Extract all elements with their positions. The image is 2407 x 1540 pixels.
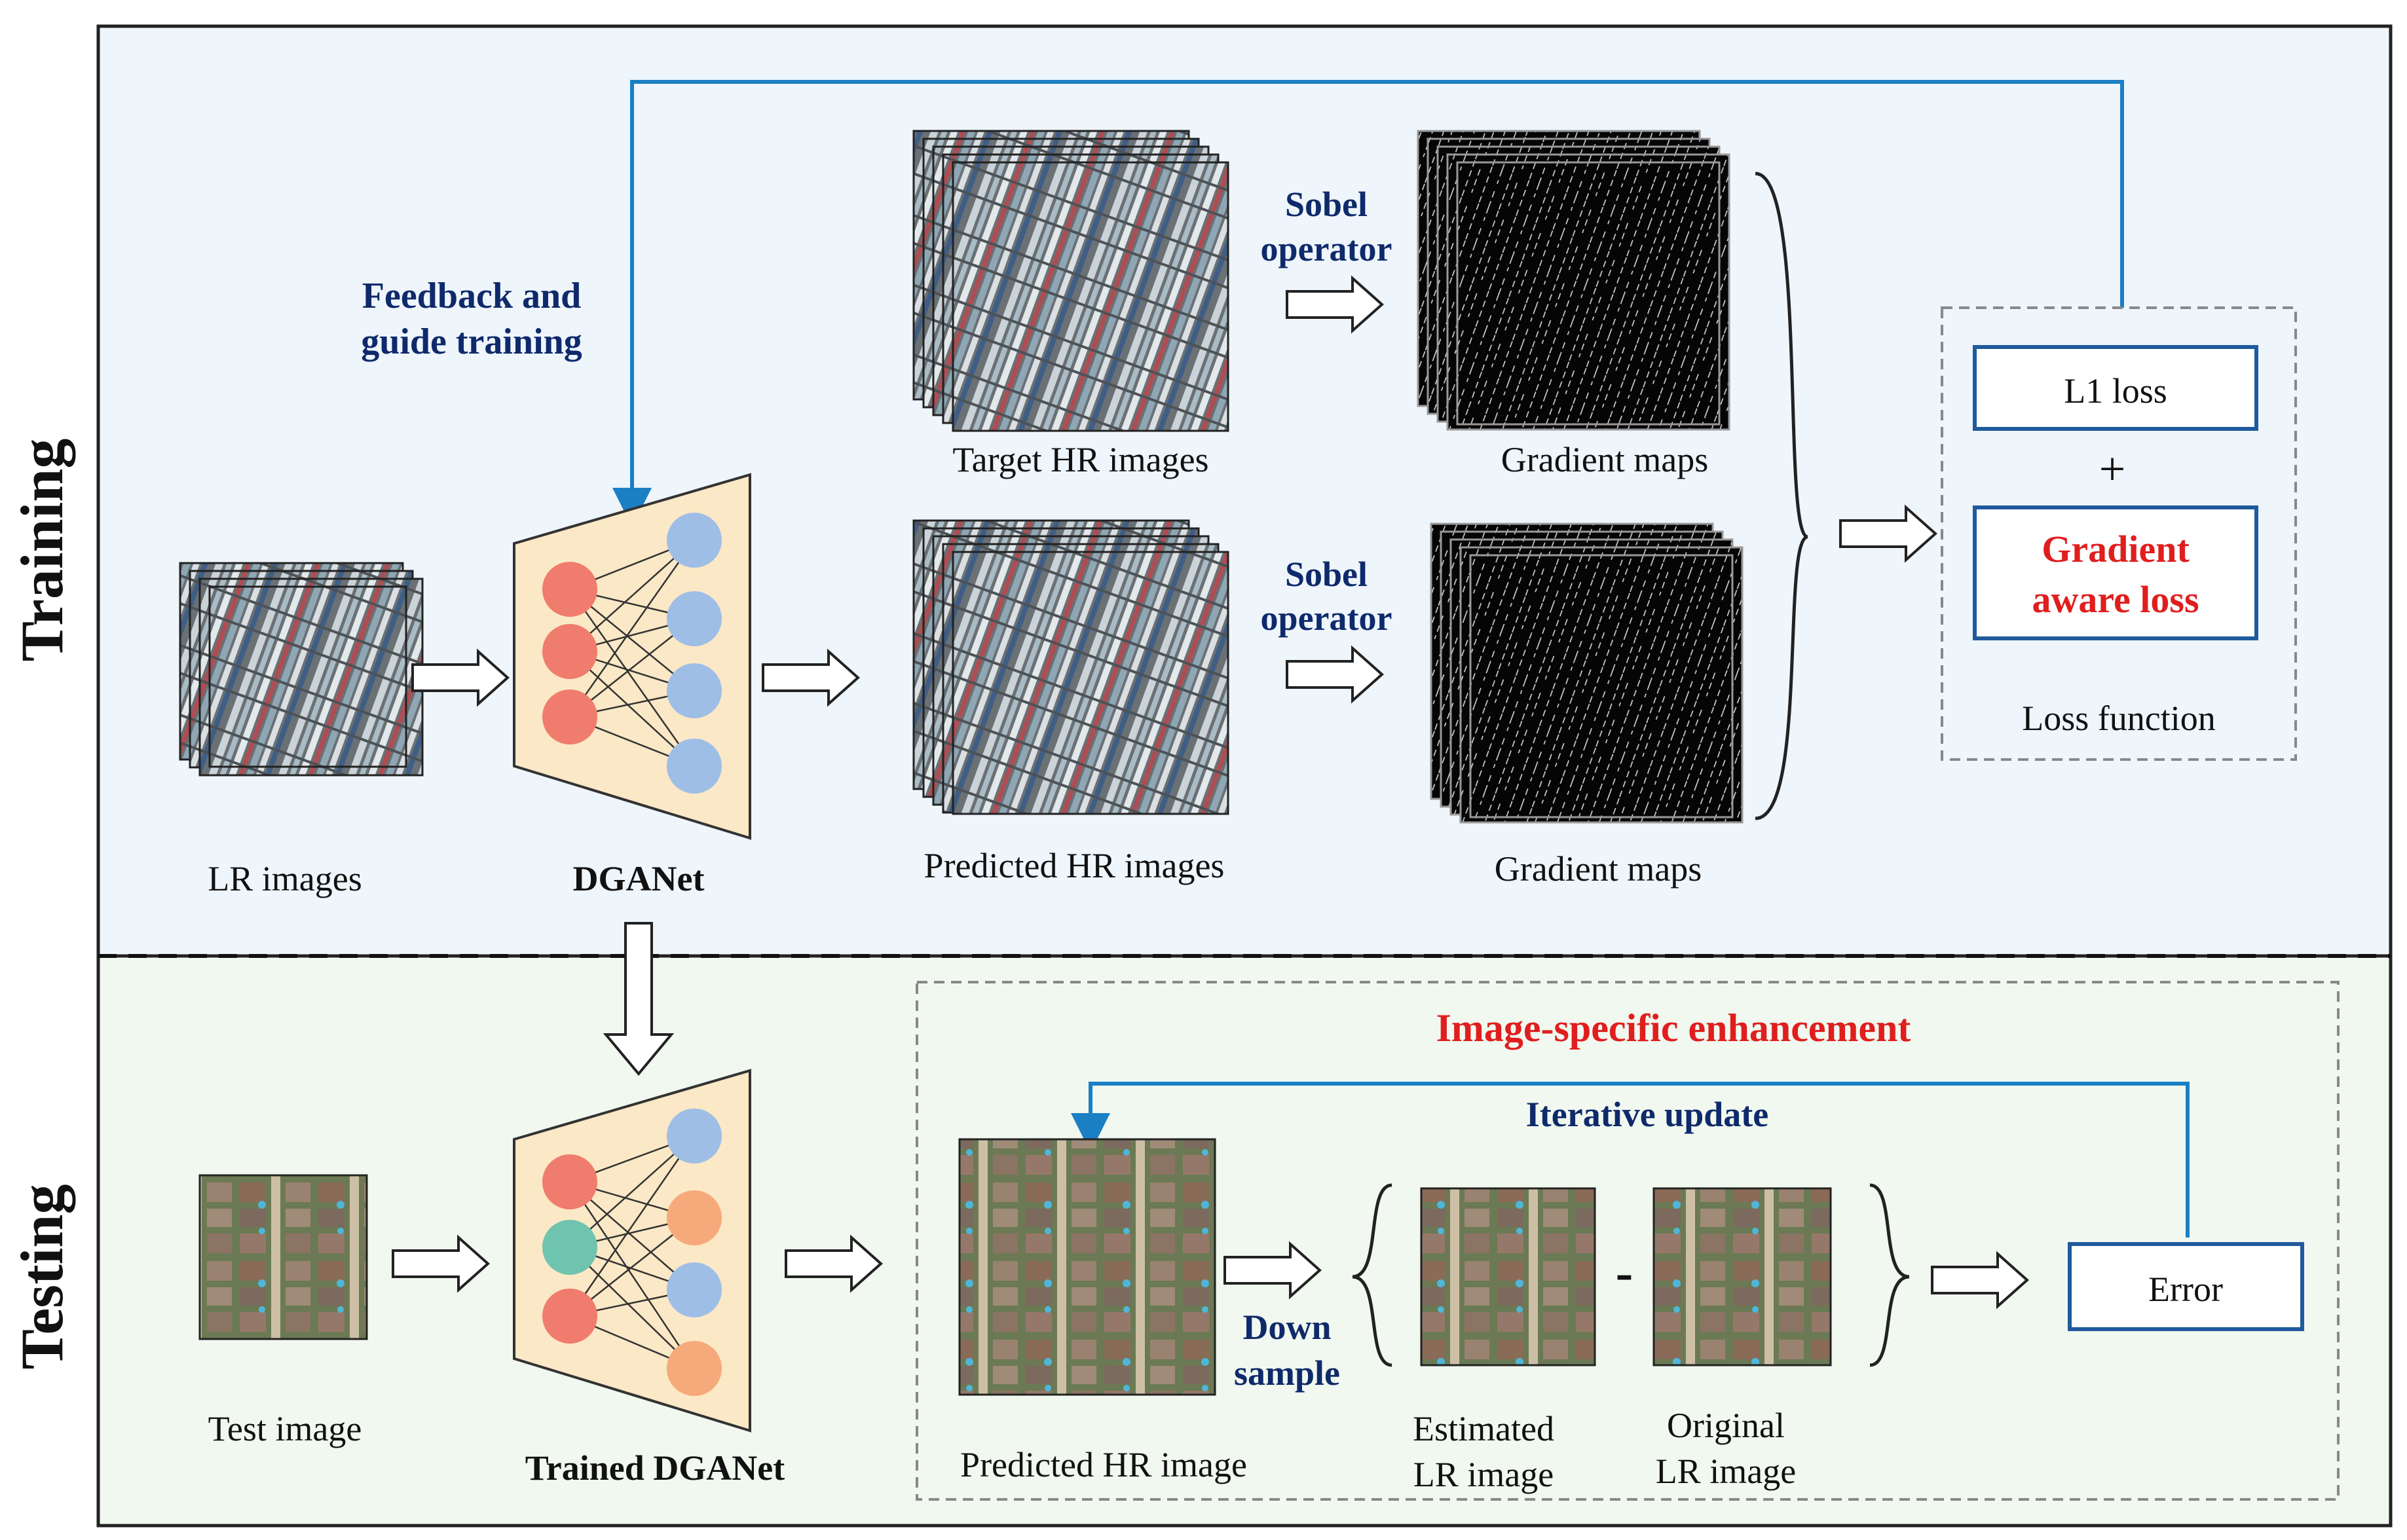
arrow-down-sample — [1223, 1241, 1322, 1300]
feedback-label-line1: Feedback and — [362, 276, 582, 316]
arrow-lr-to-net — [411, 648, 510, 707]
plus-sign: + — [2099, 443, 2126, 495]
arrow-to-loss — [1839, 504, 1938, 563]
target-hr-label: Target HR images — [952, 440, 1208, 479]
dganet-network — [513, 473, 751, 840]
down-sample-label-1: Down — [1242, 1308, 1331, 1347]
sobel-label-bottom-2: operator — [1261, 598, 1392, 638]
training-brace — [1755, 172, 1809, 820]
error-box — [2068, 1242, 2304, 1331]
training-panel — [96, 24, 2393, 958]
original-lr-image — [1652, 1187, 1832, 1366]
trained-dganet-label: Trained DGANet — [525, 1448, 785, 1488]
gradient-loss-box — [1973, 505, 2258, 640]
arrow-net-down — [603, 922, 675, 1076]
l1-loss-box — [1973, 345, 2258, 431]
target-hr-stack — [912, 130, 1229, 432]
enhancement-box — [916, 981, 2340, 1501]
original-lr-label-1: Original — [1667, 1406, 1785, 1445]
gradient-loss-label-2: aware loss — [2032, 578, 2199, 621]
sobel-label-top-2: operator — [1261, 229, 1392, 268]
arrow-test-to-net — [392, 1234, 491, 1293]
right-brace — [1869, 1183, 1910, 1367]
arrow-sobel-bottom — [1286, 645, 1385, 704]
loss-function-box — [1941, 306, 2297, 761]
arrow-sobel-top — [1286, 275, 1385, 334]
test-image — [198, 1174, 368, 1340]
sobel-label-bottom-1: Sobel — [1285, 555, 1368, 594]
testing-section-label: Testing — [9, 1184, 75, 1370]
gradient-maps-label-bottom: Gradient maps — [1495, 849, 1702, 889]
enhancement-title: Image-specific enhancement — [1436, 1006, 1911, 1050]
sobel-label-top-1: Sobel — [1285, 185, 1368, 224]
estimated-lr-label-1: Estimated — [1413, 1409, 1554, 1448]
feedback-arrow — [612, 80, 2124, 527]
iterative-update-arrow — [1071, 1082, 2190, 1238]
down-sample-label-2: sample — [1234, 1353, 1340, 1393]
arrow-net-to-predicted — [762, 648, 861, 707]
training-section-label: Training — [9, 439, 75, 662]
arrow-net-to-enhancement — [785, 1234, 884, 1293]
feedback-label-line2: guide training — [361, 321, 582, 362]
arrow-to-error — [1931, 1251, 2030, 1310]
gradient-maps-bottom — [1430, 522, 1744, 824]
l1-loss-label: L1 loss — [2064, 371, 2167, 411]
error-label: Error — [2148, 1270, 2223, 1309]
predicted-hr-stack — [912, 519, 1229, 815]
gradient-maps-top — [1417, 130, 1730, 431]
lr-images-label: LR images — [208, 859, 362, 898]
testing-panel — [96, 954, 2393, 1528]
original-lr-label-2: LR image — [1656, 1452, 1796, 1491]
dganet-label: DGANet — [573, 859, 705, 898]
lr-image-stack — [179, 562, 424, 777]
iterative-update-label: Iterative update — [1526, 1095, 1768, 1134]
loss-function-label: Loss function — [2022, 699, 2215, 738]
gradient-maps-label-top: Gradient maps — [1501, 440, 1708, 479]
predicted-hr-label: Predicted HR images — [924, 846, 1225, 885]
gradient-loss-label-1: Gradient — [2042, 528, 2190, 570]
test-image-label: Test image — [208, 1409, 362, 1448]
test-predicted-hr-image — [958, 1138, 1216, 1396]
estimated-lr-label-2: LR image — [1413, 1455, 1554, 1494]
test-predicted-hr-label: Predicted HR image — [960, 1445, 1247, 1484]
trained-dganet-network — [513, 1069, 751, 1433]
estimated-lr-image — [1420, 1187, 1596, 1366]
minus-sign: - — [1616, 1244, 1633, 1302]
left-brace — [1352, 1183, 1392, 1367]
